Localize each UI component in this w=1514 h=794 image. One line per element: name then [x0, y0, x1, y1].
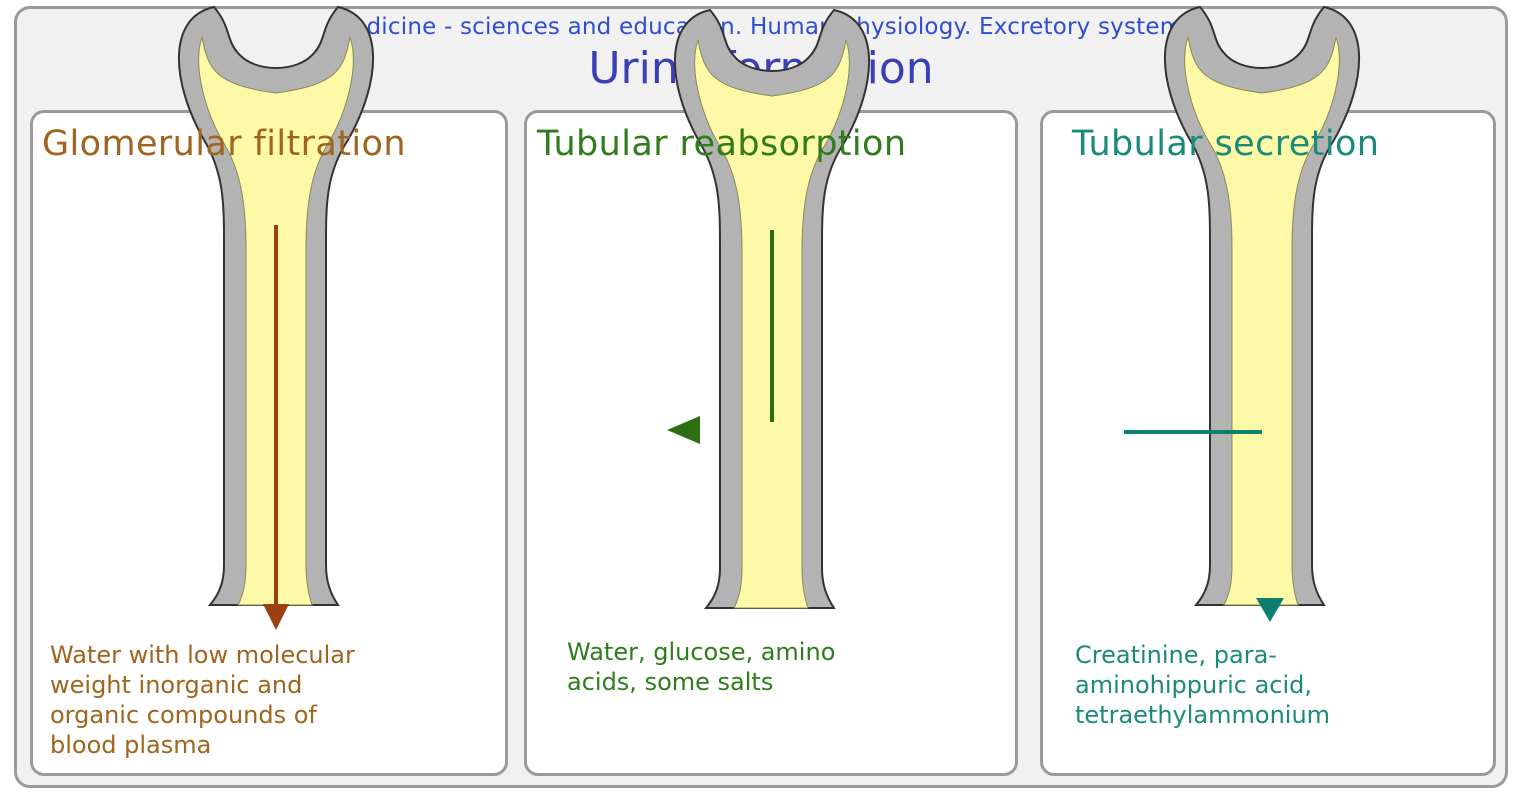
- description-tubular-secretion: Creatinine, para- aminohippuric acid, te…: [1075, 640, 1485, 730]
- description-line: Creatinine, para-: [1075, 640, 1485, 670]
- tubule-secretion: [1165, 7, 1359, 605]
- description-tubular-reabsorption: Water, glucose, amino acids, some salts: [567, 637, 997, 697]
- description-line: blood plasma: [50, 730, 490, 760]
- description-glomerular-filtration: Water with low molecular weight inorgani…: [50, 640, 490, 760]
- description-line: Water with low molecular: [50, 640, 490, 670]
- description-line: tetraethylammonium: [1075, 700, 1485, 730]
- description-line: acids, some salts: [567, 667, 997, 697]
- description-line: weight inorganic and: [50, 670, 490, 700]
- panel-title-glomerular-filtration: Glomerular filtration: [42, 124, 406, 164]
- description-line: organic compounds of: [50, 700, 490, 730]
- description-line: Water, glucose, amino: [567, 637, 997, 667]
- panel-title-tubular-secretion: Tubular secretion: [1072, 124, 1379, 164]
- panel-title-tubular-reabsorption: Tubular reabsorption: [537, 124, 906, 164]
- description-line: aminohippuric acid,: [1075, 670, 1485, 700]
